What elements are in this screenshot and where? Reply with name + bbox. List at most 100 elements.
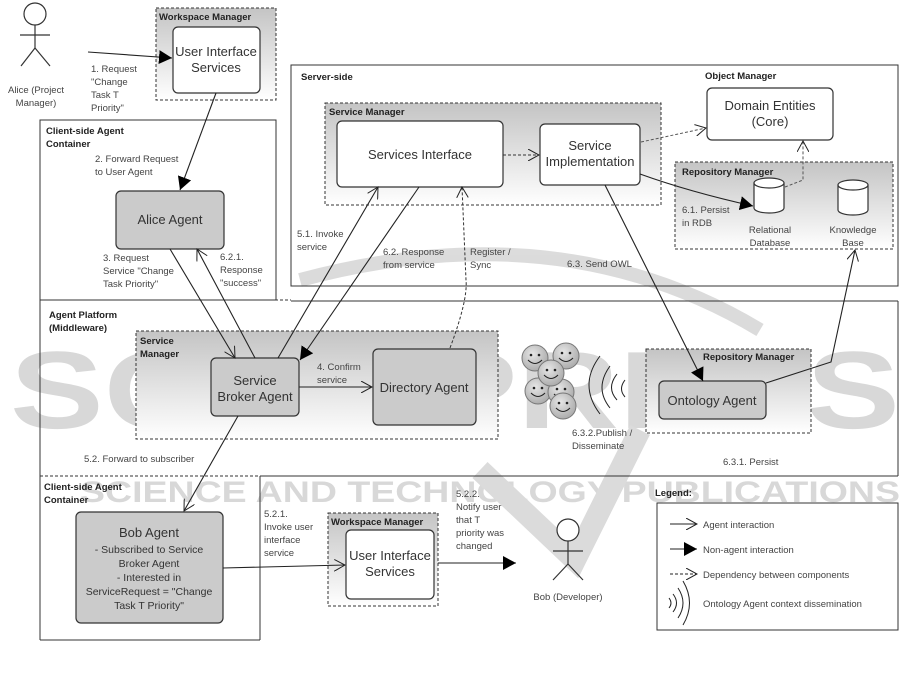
svg-text:5.2.2.: 5.2.2. [456, 489, 480, 500]
ontology-agent-box[interactable] [658, 380, 767, 420]
step4-label: 4. Confirm service [317, 362, 361, 386]
svg-text:interface: interface [264, 535, 300, 546]
step62-label: 6.2. Response from service [383, 247, 444, 271]
svg-text:Agent Platform: Agent Platform [49, 310, 117, 321]
svg-text:Repository Manager: Repository Manager [682, 167, 774, 178]
bob-agent-title: Bob Agent [119, 525, 179, 540]
svg-text:Non-agent interaction: Non-agent interaction [703, 545, 794, 556]
knowledge-base-label-1: Knowledge [829, 225, 876, 236]
agent-group-smileys-icon [521, 342, 580, 420]
knowledge-base-label-2: Base [842, 238, 864, 249]
bob-label: Bob (Developer) [533, 592, 602, 603]
bob-actor: Bob (Developer) [533, 518, 603, 603]
domain-entities-label-2: (Core) [752, 114, 789, 129]
step621-arrow [197, 249, 256, 359]
service-broker-agent-label-1: Service [233, 373, 276, 388]
svg-text:to User Agent: to User Agent [95, 167, 153, 178]
svg-text:Repository Manager: Repository Manager [703, 352, 795, 363]
client-side-container-bottom: Client-side Agent Container [40, 476, 261, 641]
agent-platform-container: Agent Platform (Middleware) [39, 120, 899, 640]
relational-database-icon[interactable] [753, 177, 785, 214]
step2-label: 2. Forward Request to User Agent [95, 154, 179, 178]
ui-services-top-box[interactable] [172, 26, 261, 94]
svg-text:6.2.1.: 6.2.1. [220, 252, 244, 263]
bob-agent-line: Task T Priority" [114, 600, 184, 612]
svg-text:Service: Service [140, 336, 174, 347]
ui-services-bottom-label-1: User Interface [349, 548, 431, 563]
svg-text:5.1. Invoke: 5.1. Invoke [297, 229, 343, 240]
workspace-manager-top: Workspace Manager User Interface Service… [155, 7, 277, 101]
service-implementation-box[interactable] [539, 123, 641, 186]
knowledge-base-icon[interactable] [837, 179, 869, 216]
svg-text:Client-side Agent: Client-side Agent [46, 126, 125, 137]
svg-text:Server-side: Server-side [301, 72, 353, 83]
service-broker-agent-label-2: Broker Agent [217, 389, 293, 404]
svg-text:Container: Container [46, 139, 91, 150]
svg-text:service: service [264, 548, 294, 559]
watermark-check [472, 425, 650, 579]
svg-text:Manager: Manager [140, 349, 179, 360]
svg-text:Service "Change: Service "Change [103, 266, 174, 277]
svg-text:priority was: priority was [456, 528, 504, 539]
alice-label-2: Manager) [16, 98, 57, 109]
dependency-arrow-impl-domain [640, 128, 706, 143]
waves-icon [668, 580, 690, 626]
step3-label: 3. Request Service "Change Task Priority… [103, 253, 174, 290]
step621-label: 6.2.1. Response "success" [220, 252, 263, 289]
svg-text:Sync: Sync [470, 260, 491, 271]
legend-item: Agent interaction [670, 520, 774, 531]
bob-agent-line: ServiceRequest = "Change [86, 586, 213, 598]
svg-text:service: service [297, 242, 327, 253]
step51-label: 5.1. Invoke service [297, 229, 343, 253]
actor-head-icon [23, 2, 47, 26]
svg-text:Container: Container [44, 495, 89, 506]
step521-label: 5.2.1. Invoke user interface service [264, 509, 313, 559]
svg-text:Ontology Agent context dissemi: Ontology Agent context dissemination [703, 599, 862, 610]
svg-text:3. Request: 3. Request [103, 253, 149, 264]
step61-label: 6.1. Persist in RDB [682, 205, 730, 229]
server-side-container: Server-side [290, 64, 899, 287]
svg-text:Invoke user: Invoke user [264, 522, 313, 533]
alice-agent-label: Alice Agent [137, 212, 202, 227]
svg-text:Task T: Task T [91, 90, 119, 101]
bob-agent-box[interactable]: Bob Agent - Subscribed to Service Broker… [75, 511, 224, 624]
dependency-arrow-rdb-domain [784, 141, 803, 188]
directory-agent-label: Directory Agent [380, 380, 469, 395]
domain-entities-label-1: Domain Entities [724, 98, 816, 113]
directory-agent-box[interactable] [372, 348, 477, 426]
step62-arrow [299, 186, 420, 361]
services-interface-box[interactable] [336, 120, 504, 188]
step631-label: 6.3.1. Persist [723, 457, 779, 468]
step632-label: 6.3.2.Publish / Disseminate [572, 428, 633, 452]
svg-text:in RDB: in RDB [682, 218, 712, 229]
ui-services-top-label-2: Services [191, 60, 241, 75]
legend-item: Dependency between components [670, 570, 850, 581]
alice-actor: Alice (Project Manager) [8, 2, 64, 109]
service-implementation-label-1: Service [568, 138, 611, 153]
svg-text:6.2. Response: 6.2. Response [383, 247, 444, 258]
alice-label-1: Alice (Project [8, 85, 64, 96]
svg-text:Agent interaction: Agent interaction [703, 520, 774, 531]
legend-item: Non-agent interaction [670, 542, 794, 556]
svg-text:1. Request: 1. Request [91, 64, 137, 75]
svg-text:"Change: "Change [91, 77, 128, 88]
step2-arrow [177, 92, 217, 191]
svg-text:4. Confirm: 4. Confirm [317, 362, 361, 373]
step521-arrow [222, 565, 345, 568]
step1-label: 1. Request "Change Task T Priority" [91, 64, 137, 114]
svg-text:6.3.2.Publish /: 6.3.2.Publish / [572, 428, 633, 439]
svg-text:Dependency between components: Dependency between components [703, 570, 850, 581]
domain-entities-box[interactable] [706, 87, 834, 141]
legend: Legend: Agent interaction Non-agent inte… [655, 488, 899, 631]
svg-text:2. Forward Request: 2. Forward Request [95, 154, 179, 165]
step51-arrow [277, 187, 378, 359]
services-interface-label: Services Interface [368, 147, 472, 162]
svg-text:from service: from service [383, 260, 435, 271]
ui-services-bottom-label-2: Services [365, 564, 415, 579]
relational-database-label-1: Relational [749, 225, 791, 236]
legend-item: Ontology Agent context dissemination [668, 580, 862, 626]
svg-text:"success": "success" [220, 278, 261, 289]
svg-text:changed: changed [456, 541, 492, 552]
step63-arrow [604, 184, 704, 382]
actor-head-icon [556, 518, 580, 542]
